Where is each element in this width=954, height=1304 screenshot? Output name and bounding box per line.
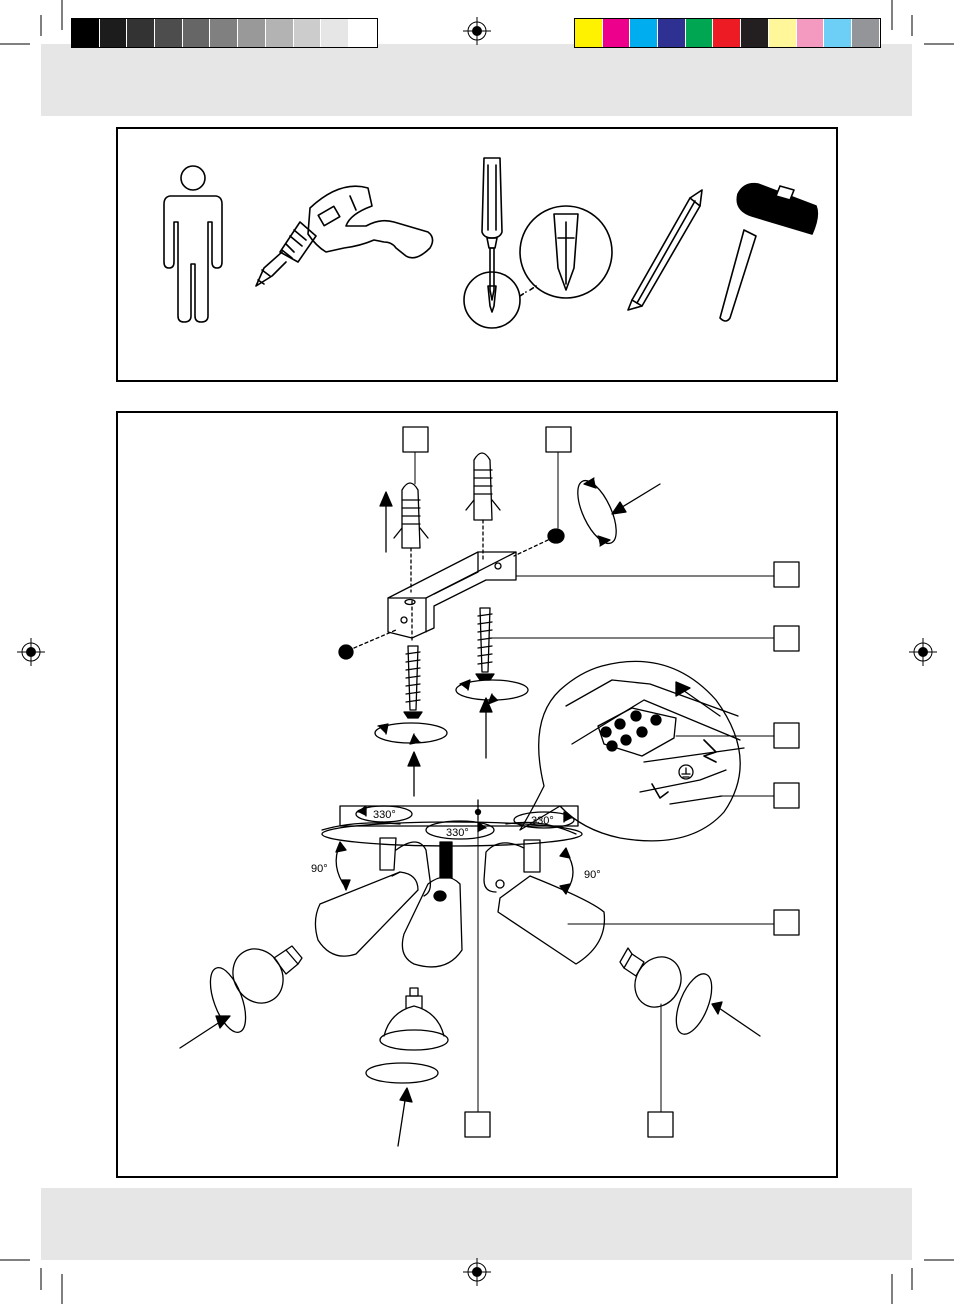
rotate-indicator-screw-left [374,722,448,797]
tools-panel [116,127,838,382]
registration-mark-top [463,17,491,45]
screw-right [475,607,495,681]
gray-swatch [348,19,377,47]
spot-right [483,839,606,965]
callout-boxes [402,426,800,1138]
color-swatch [685,19,714,47]
cap-nut-top [513,528,565,557]
registration-mark-bottom [463,1258,491,1286]
color-swatch [575,19,603,47]
spot-left [314,837,432,957]
color-swatch [768,19,797,47]
tilt-label-right: 90° [584,869,601,881]
assembly-panel [116,411,838,1178]
gray-calibration-bar [71,18,378,48]
gray-swatch [155,19,183,47]
rotation-label-center: 330° [446,827,469,839]
gray-swatch [321,19,349,47]
bulb-center [365,987,449,1147]
gray-swatch [238,19,266,47]
screwdriver-icon [463,157,521,329]
rotation-label-right: 330° [531,815,554,827]
gray-swatch [99,19,128,47]
color-swatch [824,19,852,47]
gray-swatch [127,19,156,47]
cap-nut-left [338,629,397,660]
gray-swatch [72,19,100,47]
rotate-indicator-top [577,477,661,547]
color-swatch [658,19,686,47]
color-swatch [741,19,769,47]
up-arrow [379,491,393,553]
terminal-block-magnifier [519,660,745,842]
tilt-arrows [335,841,574,895]
rotation-label-left: 330° [373,809,396,821]
bulb-left [179,945,303,1049]
gray-swatch [182,19,211,47]
color-swatch [602,19,631,47]
rotation-arrows [355,805,575,840]
leader-lines [414,451,775,1113]
gray-swatch [293,19,322,47]
registration-mark-left [17,638,45,666]
hammer-icon [719,182,819,322]
gray-swatch [210,19,239,47]
color-swatch [851,19,880,47]
mounting-bracket [387,551,517,639]
bottom-margin-band [41,1188,912,1260]
tilt-label-left: 90° [311,863,328,875]
rotate-indicator-screw-right [455,679,529,759]
wall-plug-right [465,452,501,563]
spot-center [401,841,463,968]
pencil-icon [627,189,703,311]
drill-icon [255,185,434,287]
phillips-bit-icon [520,205,613,299]
registration-mark-right [909,638,937,666]
color-swatch [713,19,742,47]
top-margin-band [41,44,912,116]
screw-left [403,599,423,719]
bulb-right [619,947,761,1037]
color-swatch [630,19,659,47]
wall-plug-left [393,482,429,593]
gray-swatch [265,19,294,47]
color-calibration-bar [574,18,881,48]
person-icon [163,165,223,323]
color-swatch [796,19,825,47]
